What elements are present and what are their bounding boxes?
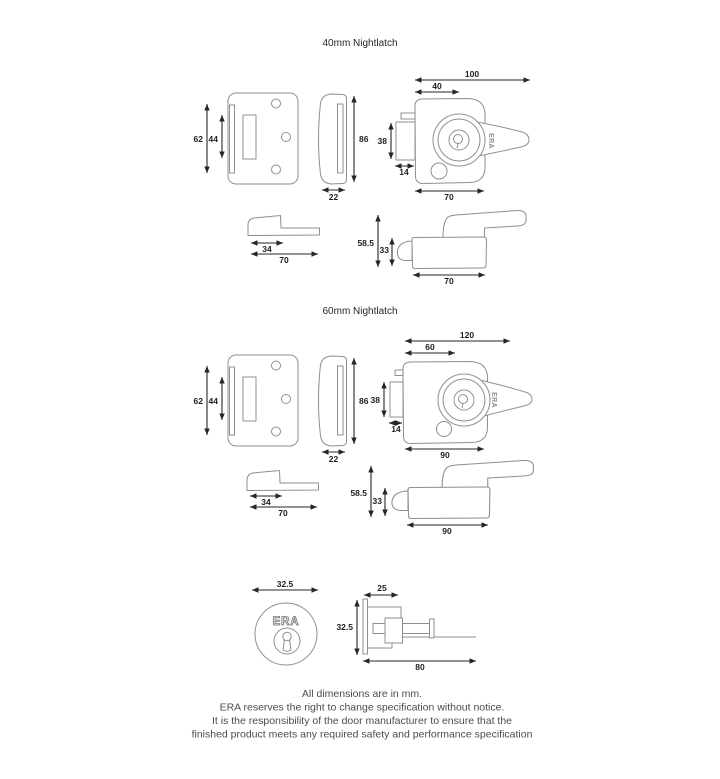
dim-label: 90 <box>440 450 450 460</box>
keep-plate <box>227 354 299 447</box>
footer-line-4: finished product meets any required safe… <box>192 729 533 741</box>
dim-label: 58.5 <box>350 488 367 498</box>
dim-label: 86 <box>359 396 369 406</box>
dim-label: 44 <box>209 134 219 144</box>
nl40-keep-front-view: 62 44 <box>194 92 299 185</box>
dim-label: 14 <box>399 167 409 177</box>
body-side-profile <box>391 459 534 520</box>
nl60-latch-profile-view: 34 70 <box>246 470 319 518</box>
dim-label: 22 <box>329 454 339 464</box>
dim-label: 44 <box>209 396 219 406</box>
dim-label: 32.5 <box>277 579 294 589</box>
footer-line-3: It is the responsibility of the door man… <box>212 715 512 727</box>
dim-label: 80 <box>415 662 425 672</box>
nl40-keep-side-view: 86 22 <box>318 93 369 202</box>
cylinder-front-view: 32.5 ERA <box>252 579 318 666</box>
dim-label: 14 <box>391 424 401 434</box>
era-logo: ERA <box>273 616 300 628</box>
dim-label: 120 <box>460 330 474 340</box>
nl60-title: 60mm Nightlatch <box>322 306 397 317</box>
nl60-body-front-view: 120 60 ERA 38 14 90 <box>371 330 533 460</box>
nl60-keep-front-view: 62 44 <box>194 354 299 447</box>
dim-label: 40 <box>432 81 442 91</box>
footer-line-1: All dimensions are in mm. <box>302 688 422 700</box>
latch-profile <box>247 215 320 236</box>
latch-profile <box>246 470 319 491</box>
keep-plate <box>227 92 299 185</box>
dim-label: 25 <box>377 583 387 593</box>
body-side-profile <box>396 209 527 269</box>
keyhole-icon <box>458 394 468 409</box>
nl60-keep-side-view: 86 22 <box>318 355 369 464</box>
dim-label: 70 <box>444 192 454 202</box>
dim-label: 70 <box>279 255 289 265</box>
era-logo: ERA <box>487 133 494 149</box>
footer-line-2: ERA reserves the right to change specifi… <box>220 702 505 714</box>
dim-label: 33 <box>373 496 383 506</box>
dim-label: 70 <box>444 276 454 286</box>
dim-label: 100 <box>465 69 479 79</box>
nl60-body-side-view: 58.5 33 90 <box>350 459 534 536</box>
era-logo: ERA <box>490 392 497 408</box>
dim-label: 62 <box>194 396 204 406</box>
nl40-latch-profile-view: 34 70 <box>247 215 320 265</box>
dim-label: 38 <box>371 395 381 405</box>
keyhole-icon <box>282 631 292 652</box>
dim-label: 33 <box>380 245 390 255</box>
nl40-body-front-view: 100 40 ERA 38 14 70 <box>378 69 530 202</box>
dim-label: 22 <box>329 192 339 202</box>
keep-profile <box>318 93 347 185</box>
footer-notes: All dimensions are in mm. ERA reserves t… <box>192 688 533 741</box>
dim-label: 58.5 <box>357 238 374 248</box>
dim-label: 86 <box>359 134 369 144</box>
cylinder-side-view: 25 32.5 80 <box>336 583 476 672</box>
dim-label: 34 <box>261 497 271 507</box>
dim-label: 60 <box>425 342 435 352</box>
dim-label: 34 <box>262 244 272 254</box>
nl40-body-side-view: 58.5 33 70 <box>357 209 527 286</box>
keep-profile <box>318 355 347 447</box>
dim-label: 32.5 <box>336 622 353 632</box>
dim-label: 90 <box>442 526 452 536</box>
dim-label: 62 <box>194 134 204 144</box>
dim-label: 38 <box>378 136 388 146</box>
nl40-title: 40mm Nightlatch <box>322 38 397 49</box>
keyhole-icon <box>453 134 463 149</box>
dim-label: 70 <box>278 508 288 518</box>
